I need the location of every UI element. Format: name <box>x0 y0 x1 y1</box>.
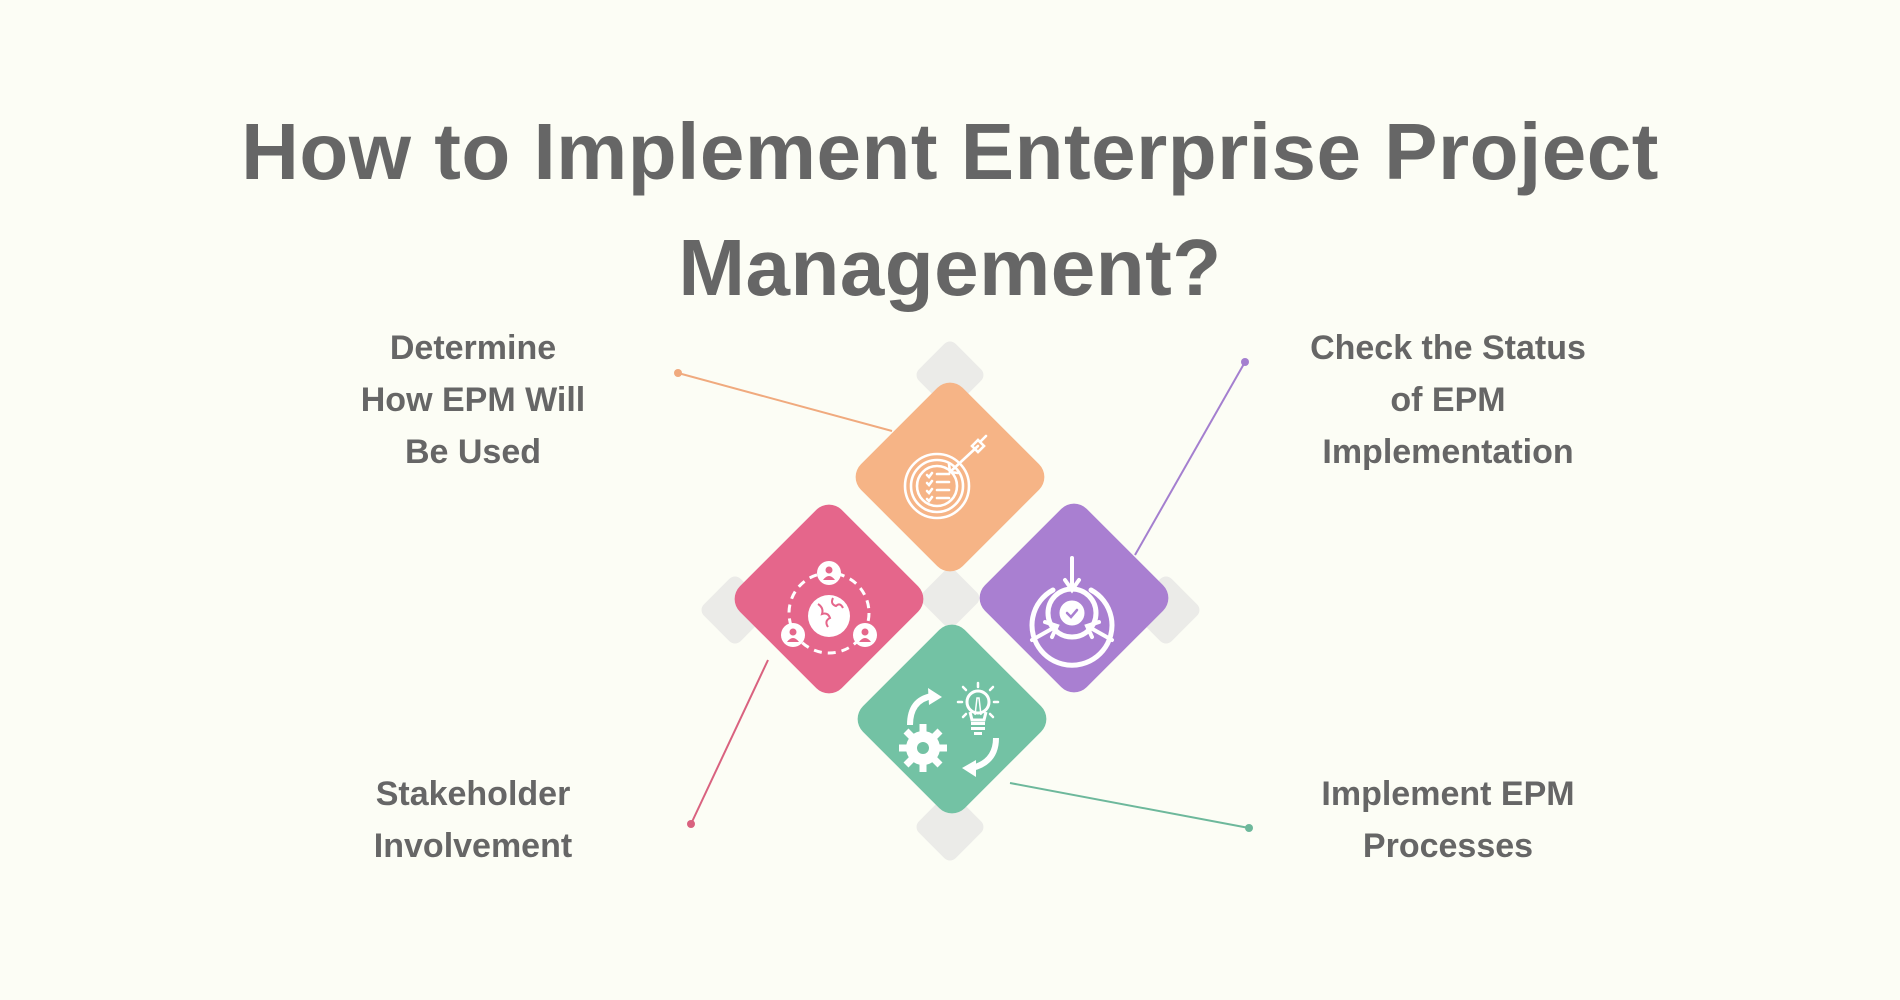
cycle-arrows-icon <box>907 688 999 777</box>
diamond-purple[interactable] <box>972 496 1176 700</box>
title-line-1: How to Implement Enterprise Project <box>241 107 1659 196</box>
connector-dot-pink <box>687 820 695 828</box>
title-line-2: Management? <box>678 223 1222 312</box>
connector-green <box>1009 782 1250 829</box>
step-label-implement-processes: Implement EPM Processes <box>1268 768 1628 872</box>
lightbulb-icon <box>956 681 1000 735</box>
label-line: How EPM Will <box>360 381 586 419</box>
target-check-arrows-icon <box>1029 556 1115 668</box>
gear-icon <box>899 724 947 772</box>
label-line: Determine <box>389 329 557 367</box>
label-line: Check the Status <box>1310 329 1586 367</box>
connectors <box>674 358 1253 832</box>
gray-diamond-bottom <box>916 793 984 861</box>
connector-purple <box>1134 361 1246 556</box>
step-label-stakeholder-involvement: Stakeholder Involvement <box>293 768 653 872</box>
label-line: Stakeholder <box>375 775 571 813</box>
connector-dot-orange <box>674 369 682 377</box>
connector-dot-green <box>1245 824 1253 832</box>
label-line: Involvement <box>373 827 573 865</box>
gray-diamond-top <box>916 341 984 409</box>
diamond-green[interactable] <box>850 617 1054 821</box>
diamond-orange[interactable] <box>848 375 1052 579</box>
step-label-check-status: Check the Status of EPM Implementation <box>1268 322 1628 478</box>
label-line: Processes <box>1362 827 1534 865</box>
label-line: Implement EPM <box>1321 775 1575 813</box>
connector-pink <box>690 659 769 825</box>
connector-orange <box>677 372 893 432</box>
connector-dot-purple <box>1241 358 1249 366</box>
page-title: How to Implement Enterprise Project Mana… <box>0 94 1900 326</box>
target-checklist-icon <box>903 434 988 520</box>
people-globe-network-icon <box>781 561 877 655</box>
step-label-determine-usage: Determine How EPM Will Be Used <box>293 322 653 478</box>
gear-lightbulb-cycle-icon <box>899 681 1000 777</box>
gray-diamond-center <box>920 568 980 628</box>
label-line: Implementation <box>1322 433 1574 471</box>
label-line: of EPM <box>1390 381 1506 419</box>
label-line: Be Used <box>404 433 542 471</box>
